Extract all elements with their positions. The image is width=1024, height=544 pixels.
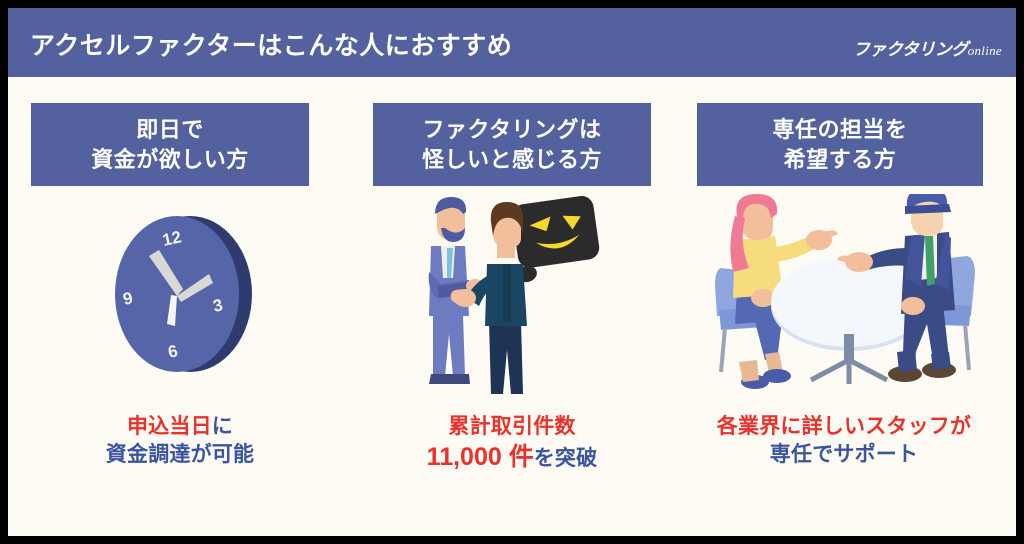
caption-2: 累計取引件数 11,000 件を突破 — [356, 413, 668, 474]
badge-2-line-2: 怪しいと感じる方 — [421, 146, 602, 172]
caption-1-line-2: 資金調達が可能 — [105, 442, 255, 466]
illustration-2 — [356, 194, 668, 409]
badge-3-line-2: 希望する方 — [783, 146, 897, 172]
caption-2-count: 11,000 件 — [426, 442, 534, 471]
feature-column-3: 専任の担当を 希望する方 — [688, 103, 1000, 469]
caption-1-red: 申込当日 — [126, 415, 212, 438]
caption-1-blue-tail: に — [211, 415, 233, 438]
header-bar: アクセルファクターはこんな人におすすめ ファクタリングonline — [8, 8, 1016, 77]
brand-logo-sub: online — [967, 43, 1002, 58]
caption-3-line-2: 専任でサポート — [769, 442, 919, 466]
feature-column-2: ファクタリングは 怪しいと感じる方 — [356, 103, 668, 474]
caption-2-blue-tail: を突破 — [533, 446, 598, 470]
banner-root: アクセルファクターはこんな人におすすめ ファクタリングonline 即日で 資金… — [8, 8, 1016, 536]
caption-3: 各業界に詳しいスタッフが 専任でサポート — [688, 413, 1000, 469]
svg-text:9: 9 — [121, 288, 134, 309]
brand-logo: ファクタリングonline — [853, 35, 1002, 60]
caption-3-line-1: 各業界に詳しいスタッフが — [716, 415, 972, 438]
badge-2: ファクタリングは 怪しいと感じる方 — [373, 103, 651, 186]
svg-text:3: 3 — [211, 295, 224, 316]
svg-text:12: 12 — [161, 227, 183, 250]
caption-1: 申込当日に 資金調達が可能 — [24, 413, 336, 469]
two-businessmen-suspicion-icon — [428, 196, 600, 394]
consultation-meeting-icon — [715, 194, 975, 389]
badge-3-line-1: 専任の担当を — [772, 116, 908, 142]
svg-text:6: 6 — [166, 341, 179, 362]
badge-1-line-1: 即日で — [136, 116, 204, 142]
caption-2-line-2: 11,000 件を突破 — [356, 441, 668, 474]
badge-1: 即日で 資金が欲しい方 — [31, 103, 309, 186]
illustration-1: 12 3 6 9 — [24, 194, 336, 409]
badge-2-line-1: ファクタリングは — [422, 116, 602, 142]
wall-clock-icon: 12 3 6 9 — [115, 216, 252, 372]
illustration-3 — [688, 194, 1000, 409]
badge-1-line-2: 資金が欲しい方 — [91, 146, 249, 172]
caption-2-line-1: 累計取引件数 — [448, 415, 576, 438]
page-title: アクセルファクターはこんな人におすすめ — [30, 32, 513, 60]
brand-logo-main: ファクタリング — [852, 40, 968, 59]
feature-column-1: 即日で 資金が欲しい方 12 3 6 9 申込 — [24, 103, 336, 469]
caption-1-line-1: 申込当日に — [24, 413, 336, 441]
badge-3: 専任の担当を 希望する方 — [697, 103, 983, 186]
